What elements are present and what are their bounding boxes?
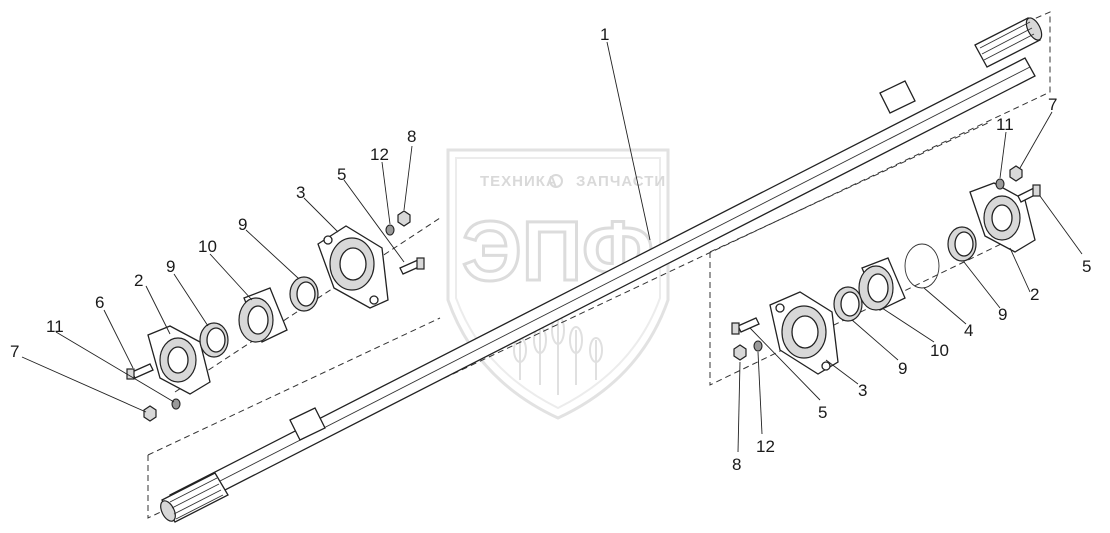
right-bolt-bottom	[731, 317, 760, 335]
watermark: ТЕХНИКА ЗАПЧАСТИ ЭПФ	[446, 148, 670, 420]
callout-left-flange: 2	[134, 271, 143, 290]
right-flange	[969, 182, 1036, 253]
callout-right-ring-a: 9	[898, 359, 907, 378]
callout-right-washer-top: 11	[996, 115, 1014, 134]
spline-lines-left	[169, 477, 224, 520]
callout-left-nut-8: 8	[407, 127, 416, 146]
leader-lines	[21, 41, 1083, 453]
watermark-text-left: ТЕХНИКА	[480, 173, 558, 190]
right-assembly	[731, 165, 1041, 375]
shaft-end-left	[160, 500, 176, 522]
right-washer-top	[995, 178, 1005, 190]
right-assembly-boundary	[709, 229, 1031, 386]
watermark-shield-inner	[455, 157, 661, 410]
shaft-boundary	[147, 11, 1051, 519]
callout-right-flange: 2	[1030, 285, 1039, 304]
shaft-collar-right	[879, 80, 916, 114]
left-ring-a	[199, 322, 229, 358]
callout-left-bolt: 5	[337, 165, 346, 184]
callout-right-ring-b: 9	[998, 305, 1007, 324]
left-washer	[171, 398, 181, 410]
callout-right-oring: 4	[964, 321, 973, 340]
watermark-text-right: ЗАПЧАСТИ	[576, 173, 666, 190]
callout-left-bearing: 10	[198, 237, 217, 256]
callout-left-washer: 11	[46, 317, 64, 336]
callout-left-housing: 3	[296, 183, 305, 202]
callout-right-housing: 3	[858, 381, 867, 400]
left-housing	[317, 225, 389, 309]
callout-shaft: 1	[600, 25, 609, 44]
right-oring	[904, 243, 940, 289]
callout-right-bolt-bottom: 5	[818, 403, 827, 422]
callout-left-washer-12: 12	[370, 145, 389, 164]
left-bearing	[238, 287, 288, 343]
shaft	[160, 17, 1043, 523]
right-nut-top	[1009, 165, 1023, 182]
callout-left-ring-a: 9	[166, 257, 175, 276]
left-flange	[147, 325, 211, 395]
callout-left-bolt-6: 6	[95, 293, 104, 312]
callout-right-nut-top: 7	[1048, 95, 1057, 114]
callout-left-nut: 7	[10, 342, 19, 361]
right-assembly-boundary-top	[709, 121, 991, 253]
callout-right-bearing: 10	[930, 341, 949, 360]
left-nut	[143, 405, 157, 422]
shaft-collar-left	[289, 407, 326, 441]
right-nut-bottom	[733, 344, 747, 361]
callout-right-washer-bottom: 12	[756, 437, 775, 456]
spline-lines-right	[979, 21, 1035, 61]
right-bearing	[858, 257, 906, 311]
right-ring-a	[833, 286, 863, 322]
callouts: 1 2 3 5 6 7 8 9 9 10 11 12 2 3 4 5 5 7 8…	[10, 25, 1091, 474]
left-ring-b	[289, 276, 319, 312]
callout-right-nut-bottom: 8	[732, 455, 741, 474]
right-washer-bottom	[753, 340, 763, 352]
callout-right-bolt-top: 5	[1082, 257, 1091, 276]
left-bolt-6	[126, 363, 154, 380]
left-bolt-5	[399, 257, 425, 275]
watermark-shield	[446, 148, 670, 420]
left-nut-8	[397, 210, 411, 227]
right-ring-b	[947, 226, 977, 262]
left-axis-line	[174, 217, 441, 393]
shaft-boundary-left	[147, 317, 441, 456]
right-bolt-top	[1017, 184, 1041, 203]
callout-left-ring-b: 9	[238, 215, 247, 234]
shaft-end-right	[1025, 17, 1043, 41]
left-assembly	[126, 210, 425, 422]
dashed-boundaries	[147, 11, 1051, 519]
right-housing	[769, 291, 839, 375]
gear-icon	[549, 174, 563, 188]
left-washer-12	[385, 224, 395, 236]
